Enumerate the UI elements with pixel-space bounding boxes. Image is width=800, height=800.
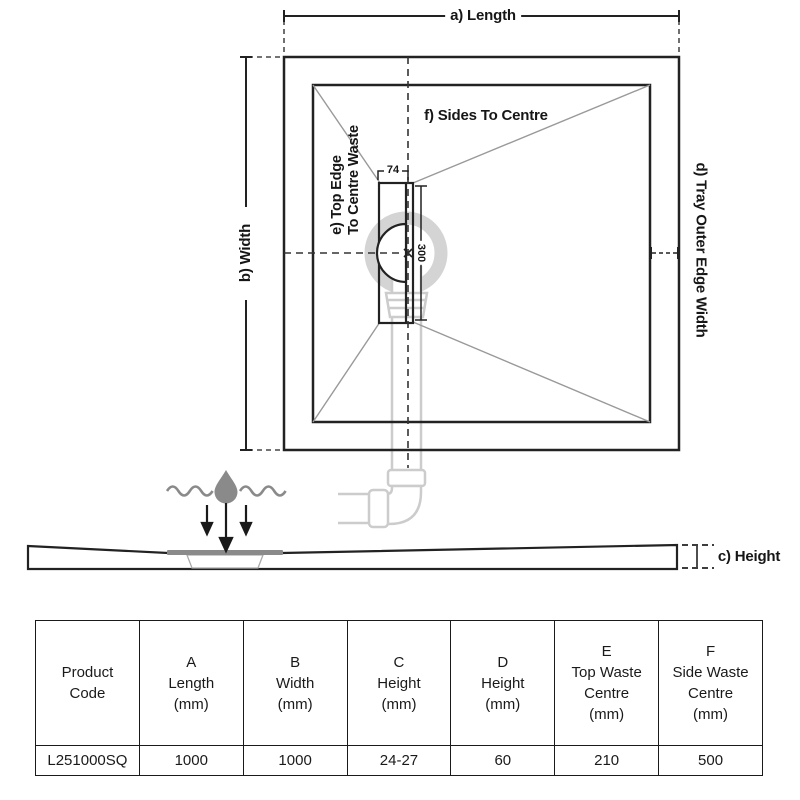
water-drop-icon	[165, 470, 287, 554]
header-b-width: B Width (mm)	[242, 620, 348, 746]
tray-cross-section	[26, 543, 679, 571]
table-row: L251000SQ 1000 1000 24-27 60 210 500	[35, 745, 763, 776]
header-product-code: Product Code	[35, 620, 140, 746]
waste-recess	[375, 181, 415, 325]
elbow-socket	[367, 488, 390, 529]
side-view	[26, 543, 679, 571]
wave-left	[165, 485, 214, 497]
header-c-height: C Height (mm)	[346, 620, 452, 746]
waste-flange-bar	[167, 550, 283, 555]
dim-74-value: 74	[386, 163, 400, 176]
header-f-side-waste-centre: F Side Waste Centre (mm)	[658, 620, 763, 746]
label-top-edge-to-centre-waste: e) Top Edge To Centre Waste	[329, 125, 362, 235]
label-width: b) Width	[237, 218, 255, 288]
cell-f-side-waste-centre: 500	[658, 745, 763, 776]
pipe-collar	[386, 468, 427, 488]
dim-74	[377, 170, 409, 180]
header-d-height: D Height (mm)	[450, 620, 556, 746]
flow-arrows	[200, 503, 253, 554]
pipe-elbow	[385, 484, 423, 526]
dim-300-value: 300	[414, 240, 428, 266]
dim-outer-edge-width	[650, 247, 679, 259]
horizontal-pipe	[338, 492, 370, 525]
wave-right	[238, 485, 287, 497]
header-a-length: A Length (mm)	[138, 620, 244, 746]
waste-sump	[186, 554, 264, 569]
label-sides-to-centre: f) Sides To Centre	[424, 106, 548, 124]
slope-lines	[312, 84, 651, 423]
label-height: c) Height	[717, 547, 781, 565]
dim-height	[682, 544, 714, 569]
header-e-top-waste-centre: E Top Waste Centre (mm)	[554, 620, 660, 746]
product-spec-table: Product Code A Length (mm) B Width (mm) …	[35, 620, 763, 776]
dim-width	[240, 56, 282, 451]
cell-a-length: 1000	[138, 745, 244, 776]
label-tray-outer-edge-width: d) Tray Outer Edge Width	[692, 162, 710, 338]
table-header-row: Product Code A Length (mm) B Width (mm) …	[35, 620, 763, 746]
cell-product-code: L251000SQ	[35, 745, 140, 776]
cell-c-height: 24-27	[346, 745, 452, 776]
cell-e-top-waste-centre: 210	[554, 745, 660, 776]
cell-d-height: 60	[450, 745, 556, 776]
cell-b-width: 1000	[242, 745, 348, 776]
tray-technical-drawing	[26, 10, 714, 571]
dim-length	[283, 10, 680, 55]
tray-inner-edge	[311, 83, 652, 424]
waste-half-circle	[375, 222, 408, 284]
label-length: a) Length	[445, 7, 521, 25]
centre-lines	[284, 57, 409, 468]
